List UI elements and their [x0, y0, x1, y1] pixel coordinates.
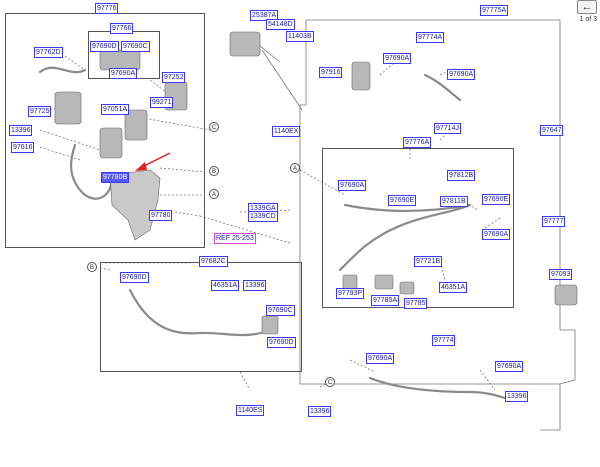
- back-arrow-button[interactable]: ←: [577, 0, 597, 14]
- part-label-97690a[interactable]: 97690A: [109, 68, 138, 79]
- part-label-13396-c[interactable]: 13396: [505, 391, 529, 402]
- hose-97682c: [128, 288, 272, 337]
- part-label-54148d[interactable]: 54148D: [266, 19, 295, 30]
- clip-97690c: [261, 315, 279, 335]
- part-label-97690e[interactable]: 97690E: [388, 195, 417, 206]
- clip-97785: [399, 281, 415, 295]
- module-25387a: [229, 31, 261, 57]
- part-label-13396-b[interactable]: 13396: [243, 280, 267, 291]
- part-label-97690d[interactable]: 97690D: [90, 41, 119, 52]
- part-label-97690a-bottom-left[interactable]: 97690A: [366, 353, 395, 364]
- part-label-97682c[interactable]: 97682C: [199, 256, 228, 267]
- ref-circle-a-left: A: [209, 189, 219, 199]
- page-indicator: 1 of 3: [579, 16, 597, 23]
- part-label-97690a-upper[interactable]: 97690A: [383, 53, 412, 64]
- clip-97785a: [374, 274, 394, 290]
- module-97916: [351, 61, 371, 91]
- part-label-97774a[interactable]: 97774A: [416, 32, 445, 43]
- part-label-46351a-b[interactable]: 46351A: [439, 282, 468, 293]
- ref-circle-c-lower: C: [325, 377, 335, 387]
- hose-paths: [38, 66, 507, 400]
- part-label-97690d-lower[interactable]: 97690D: [120, 272, 149, 283]
- part-label-97774[interactable]: 97774: [432, 335, 456, 346]
- unit-97616: [99, 127, 123, 159]
- hose-97780b: [70, 143, 114, 200]
- part-label-13396-d[interactable]: 13396: [308, 406, 332, 417]
- part-label-97777[interactable]: 97777: [542, 216, 566, 227]
- ref-25-253[interactable]: REF 25-253: [214, 233, 256, 244]
- part-label-97793p[interactable]: 97793P: [336, 288, 365, 299]
- hose-97762d: [38, 66, 87, 74]
- unit-97725: [54, 91, 82, 125]
- part-label-97762d[interactable]: 97762D: [34, 47, 63, 58]
- frame-97776a-group: [322, 148, 514, 308]
- part-label-46351a[interactable]: 46351A: [211, 280, 240, 291]
- part-label-97776a[interactable]: 97776A: [403, 137, 432, 148]
- part-label-97725[interactable]: 97725: [28, 106, 52, 117]
- part-label-97812b[interactable]: 97812B: [447, 170, 476, 181]
- part-label-97690d-lowest[interactable]: 97690D: [267, 337, 296, 348]
- part-label-11403b[interactable]: 11403B: [286, 31, 314, 42]
- part-label-97721b[interactable]: 97721B: [414, 256, 443, 267]
- part-label-97766[interactable]: 97766: [110, 23, 134, 34]
- ref-circle-c-top: C: [209, 122, 219, 132]
- hose-97774: [368, 376, 507, 400]
- part-label-97780b[interactable]: 97780B: [101, 172, 130, 183]
- unit-97051a: [124, 109, 148, 141]
- hose-97776a-upper: [343, 203, 472, 213]
- part-label-1140es[interactable]: 1140ES: [236, 405, 265, 416]
- ref-circle-b-lower: B: [87, 262, 97, 272]
- part-label-97690a-lowright[interactable]: 97690A: [482, 229, 511, 240]
- part-label-97616[interactable]: 97616: [11, 142, 35, 153]
- part-label-97916[interactable]: 97916: [319, 67, 343, 78]
- part-label-13396[interactable]: 13396: [9, 125, 33, 136]
- part-label-97051a[interactable]: 97051A: [101, 104, 130, 115]
- part-label-97647[interactable]: 97647: [540, 125, 564, 136]
- part-label-97690e-right[interactable]: 97690E: [482, 194, 511, 205]
- unit-97093: [554, 284, 578, 306]
- part-label-97775a[interactable]: 97775A: [480, 5, 509, 16]
- part-label-97093[interactable]: 97093: [549, 269, 573, 280]
- part-label-97690c[interactable]: 97690C: [121, 41, 150, 52]
- part-label-97785[interactable]: 97785: [404, 298, 428, 309]
- part-label-25387a[interactable]: 25387A: [250, 10, 279, 21]
- part-label-97776[interactable]: 97776: [95, 3, 119, 14]
- part-label-97690a-bottom-right[interactable]: 97690A: [495, 361, 524, 372]
- highlight-arrow: [135, 152, 171, 171]
- arrow-left-icon: ←: [581, 1, 593, 13]
- part-label-1140ex[interactable]: 1140EX: [272, 126, 301, 137]
- part-label-97690c-lower[interactable]: 97690C: [266, 305, 295, 316]
- part-label-97690a-mid[interactable]: 97690A: [338, 180, 367, 191]
- part-label-99271[interactable]: 99271: [150, 97, 174, 108]
- part-label-97252[interactable]: 97252: [162, 72, 186, 83]
- hose-97776a-lower: [338, 203, 472, 272]
- part-label-97785a[interactable]: 97785A: [371, 295, 400, 306]
- part-label-97690a-right[interactable]: 97690A: [447, 69, 476, 80]
- bracket-97780: [109, 169, 161, 241]
- part-label-97811b[interactable]: 97811B: [440, 196, 468, 207]
- part-label-1339cd[interactable]: 1339CD: [248, 211, 278, 222]
- ref-circle-b-top: B: [209, 166, 219, 176]
- ref-circle-a-mid: A: [290, 163, 300, 173]
- part-label-97780[interactable]: 97780: [149, 210, 173, 221]
- part-label-97714j[interactable]: 97714J: [434, 123, 461, 134]
- hose-97774a: [423, 73, 462, 102]
